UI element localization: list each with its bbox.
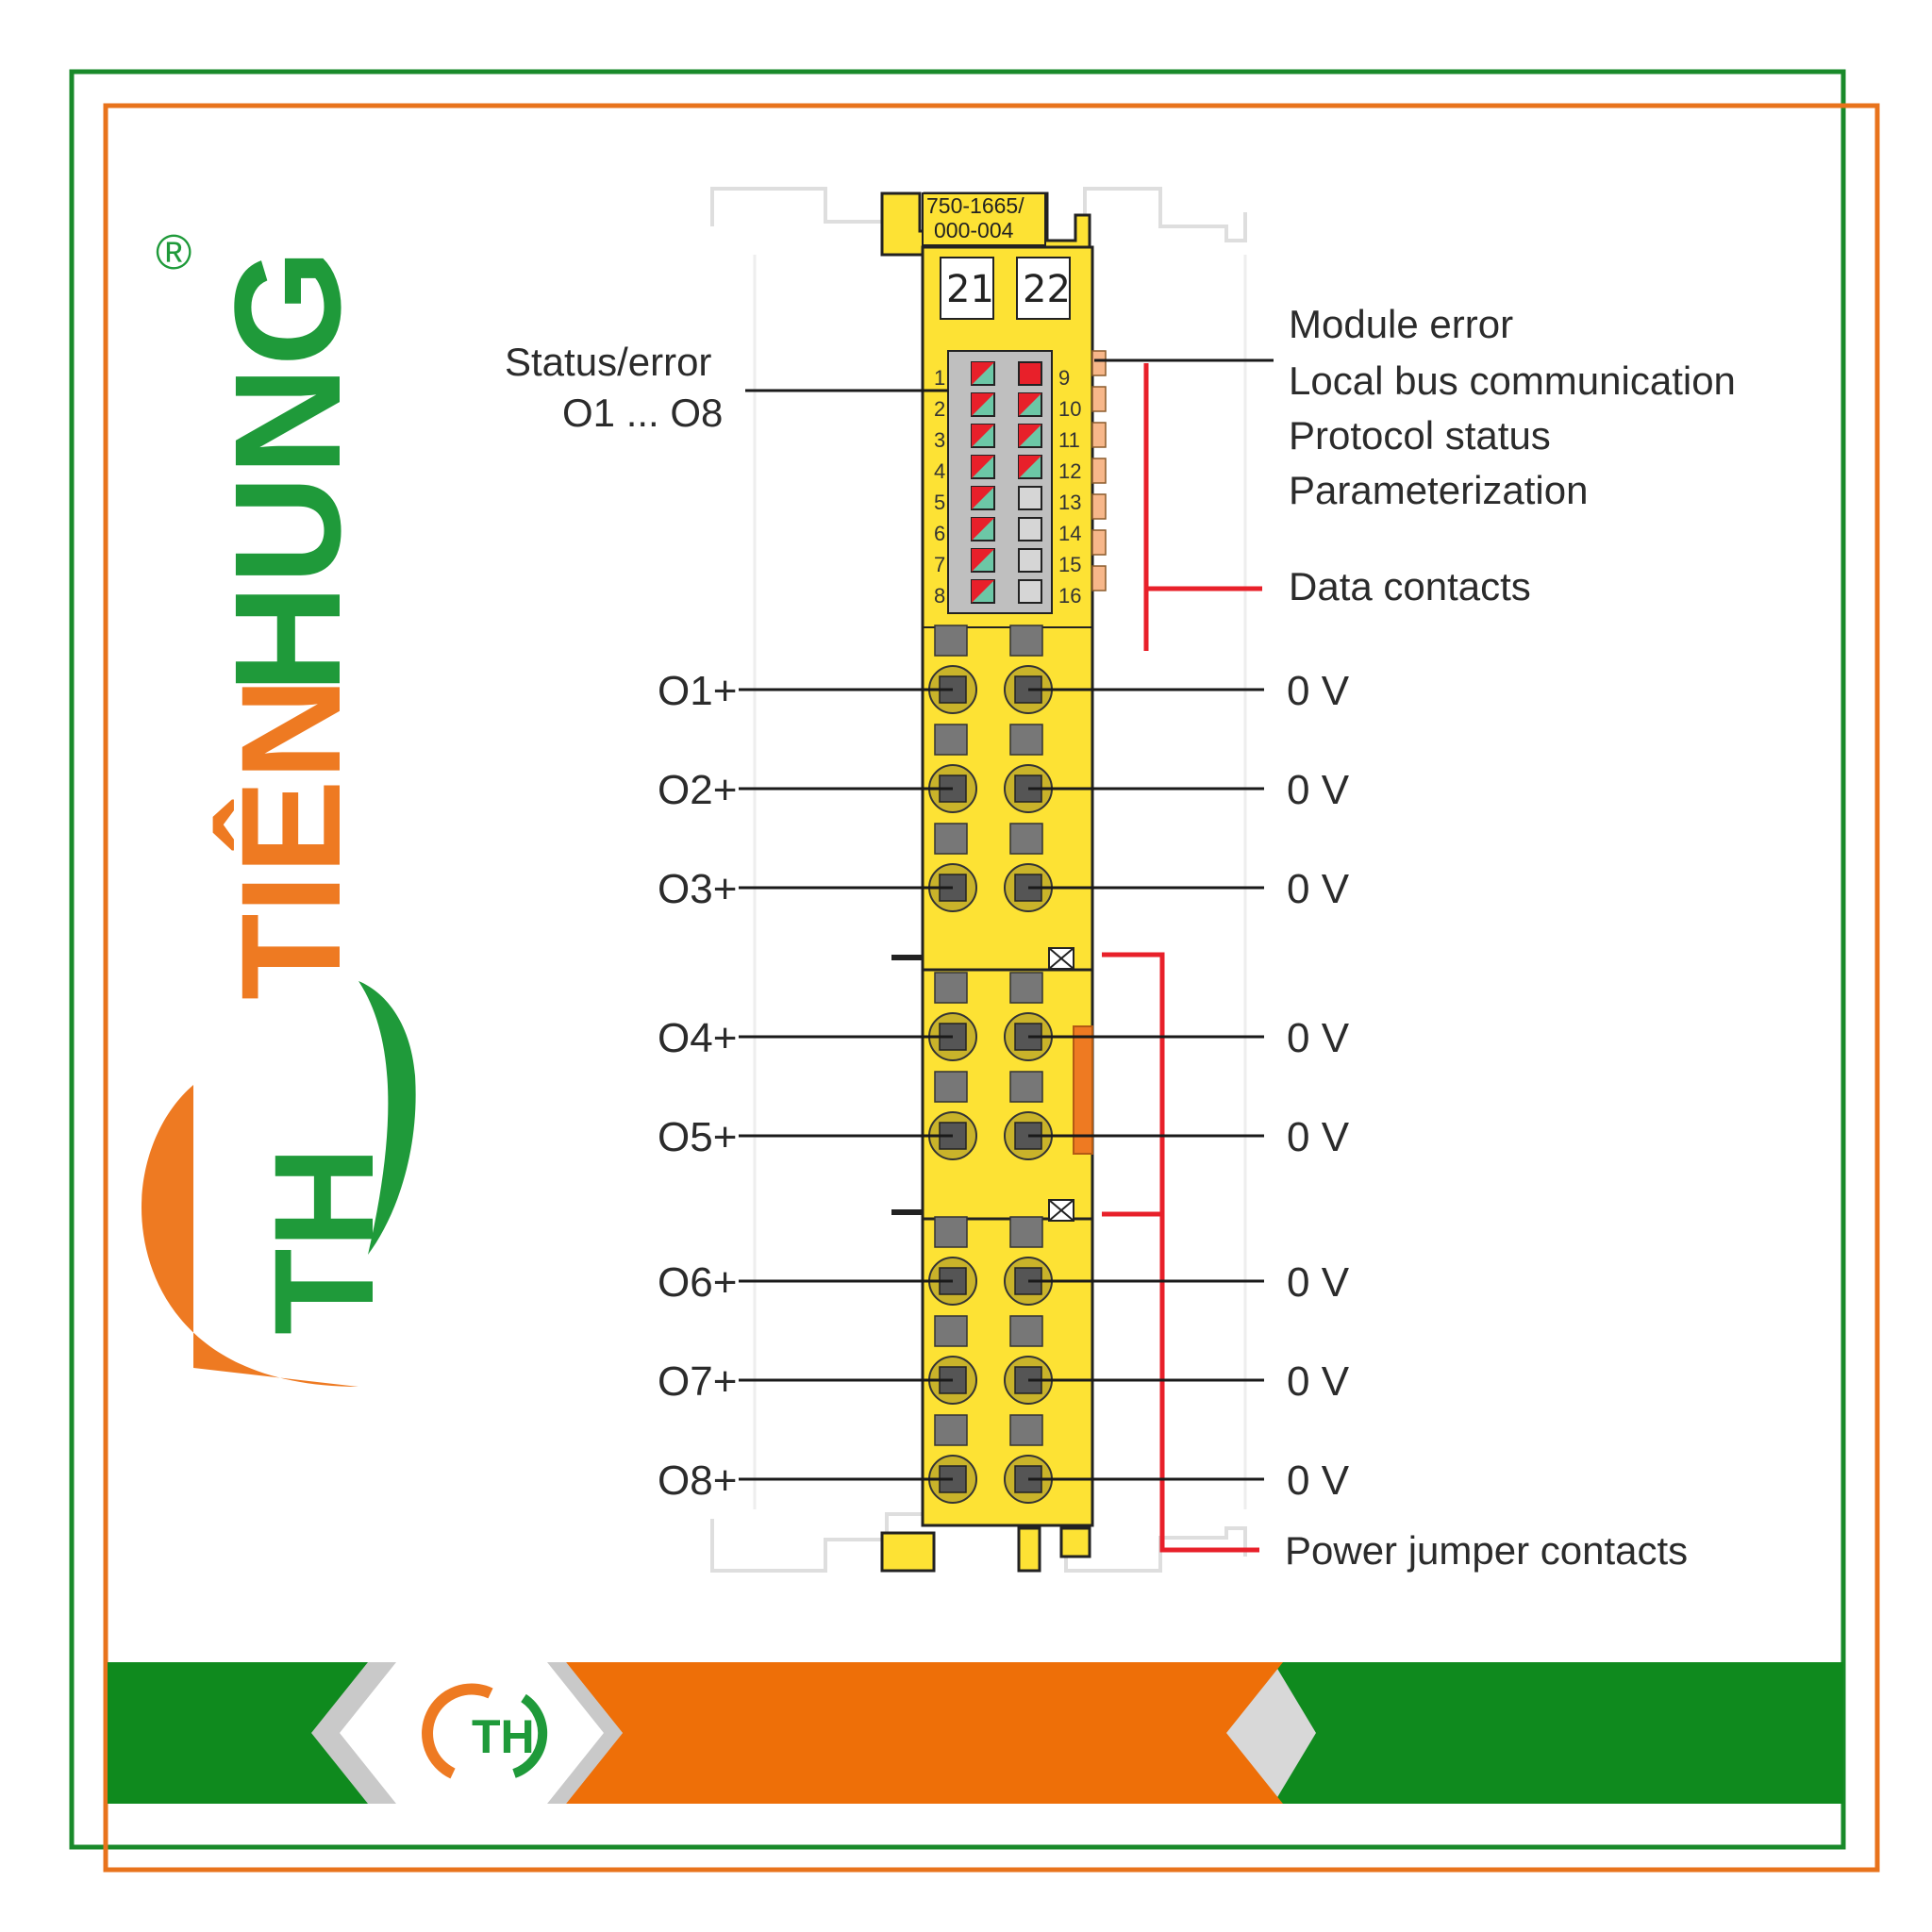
led-row-number: 13 xyxy=(1058,491,1081,514)
led-row-number: 9 xyxy=(1058,366,1070,390)
led-row-number: 11 xyxy=(1058,428,1080,452)
part-number-line1: 750-1665/ xyxy=(926,193,1024,218)
led-row-number: 4 xyxy=(934,459,945,483)
led-row-number: 3 xyxy=(934,428,945,452)
status-led-11 xyxy=(1018,424,1042,448)
data-contact-tabs xyxy=(1091,350,1107,591)
slot-22-label: 22 xyxy=(1023,268,1071,311)
terminal-row xyxy=(928,625,1053,714)
io-leader-lines xyxy=(739,688,1264,1481)
ground-label: 0 V xyxy=(1287,767,1350,813)
ground-label: 0 V xyxy=(1287,1457,1350,1504)
output-label: O4+ xyxy=(658,1015,737,1061)
status-led-14 xyxy=(1018,517,1042,541)
brand-monogram: TH xyxy=(244,1146,403,1335)
registered-mark: ® xyxy=(156,225,192,280)
status-led-15 xyxy=(1018,548,1042,573)
part-number-line2: 000-004 xyxy=(934,218,1014,242)
led-row-number: 5 xyxy=(934,491,945,514)
status-led-1 xyxy=(971,361,995,386)
banner-logo-text: TH xyxy=(472,1710,535,1763)
ground-label: 0 V xyxy=(1287,1358,1350,1405)
ground-label: 0 V xyxy=(1287,1015,1350,1061)
io-labels: O1+ 0 V O2+ 0 V O3+ 0 V O4+ 0 V O5+ 0 V O6+ 0 V O7+ 0… xyxy=(658,668,1350,1504)
module-error-label: Module error xyxy=(1289,302,1513,346)
led-row-number: 6 xyxy=(934,522,945,545)
protocol-status-label: Protocol status xyxy=(1289,413,1551,458)
status-led-10 xyxy=(1018,392,1042,417)
status-led-13 xyxy=(1018,486,1042,510)
parameterization-label: Parameterization xyxy=(1289,468,1588,512)
power-jumper-markers xyxy=(891,947,1093,1222)
ground-label: 0 V xyxy=(1287,866,1350,912)
output-label: O2+ xyxy=(658,767,737,813)
led-row-number: 12 xyxy=(1058,459,1081,483)
led-row-number: 8 xyxy=(934,584,945,608)
data-contact-tab xyxy=(1091,386,1107,412)
io-module: 750-1665/ 000-004 21 22 1234567891011121… xyxy=(880,192,1107,1573)
status-led-5 xyxy=(971,486,995,510)
led-row-number: 15 xyxy=(1058,553,1081,576)
status-led-9 xyxy=(1018,361,1042,386)
status-led-4 xyxy=(971,455,995,479)
data-contacts-label: Data contacts xyxy=(1289,564,1531,608)
data-contact-tab xyxy=(1091,493,1107,520)
brand-name-hung: HUNG xyxy=(203,249,372,693)
led-row-number: 14 xyxy=(1058,522,1081,545)
brand-logo: TH TIÊN HUNG ® xyxy=(142,225,416,1387)
status-led-2 xyxy=(971,392,995,417)
ground-label: 0 V xyxy=(1287,1259,1350,1306)
data-contact-tab xyxy=(1091,458,1107,484)
status-led-7 xyxy=(971,548,995,573)
data-contact-tab xyxy=(1091,529,1107,556)
led-row-number: 1 xyxy=(934,366,945,390)
status-error-label: Status/error xyxy=(505,340,711,384)
led-row-number: 16 xyxy=(1058,584,1081,608)
banner-logo: TH xyxy=(422,1683,548,1779)
bottom-banner: TH xyxy=(108,1662,1843,1804)
slot-21-label: 21 xyxy=(946,268,994,311)
local-bus-label: Local bus communication xyxy=(1289,358,1736,403)
data-contact-tab xyxy=(1091,565,1107,591)
status-led-12 xyxy=(1018,455,1042,479)
led-row-number: 10 xyxy=(1058,397,1081,421)
output-label: O1+ xyxy=(658,668,737,714)
led-row-number: 7 xyxy=(934,553,945,576)
leader-lines xyxy=(745,358,1274,392)
frame-green xyxy=(69,69,1846,1850)
led-row-number: 2 xyxy=(934,397,945,421)
data-contact-tab xyxy=(1091,422,1107,448)
power-jumper-label: Power jumper contacts xyxy=(1285,1528,1688,1573)
output-label: O3+ xyxy=(658,866,737,912)
output-label: O5+ xyxy=(658,1114,737,1160)
status-error-range: O1 ... O8 xyxy=(562,391,723,435)
output-label: O8+ xyxy=(658,1457,737,1504)
status-led-3 xyxy=(971,424,995,448)
output-label: O6+ xyxy=(658,1259,737,1306)
status-led-8 xyxy=(971,579,995,604)
data-contact-tab xyxy=(1091,350,1107,376)
output-label: O7+ xyxy=(658,1358,737,1405)
status-led-16 xyxy=(1018,579,1042,604)
red-brackets xyxy=(1102,363,1262,1553)
ground-label: 0 V xyxy=(1287,1114,1350,1160)
ground-label: 0 V xyxy=(1287,668,1350,714)
frame-orange xyxy=(103,103,1880,1873)
brand-name-tien: TIÊN xyxy=(211,677,370,1000)
status-led-6 xyxy=(971,517,995,541)
